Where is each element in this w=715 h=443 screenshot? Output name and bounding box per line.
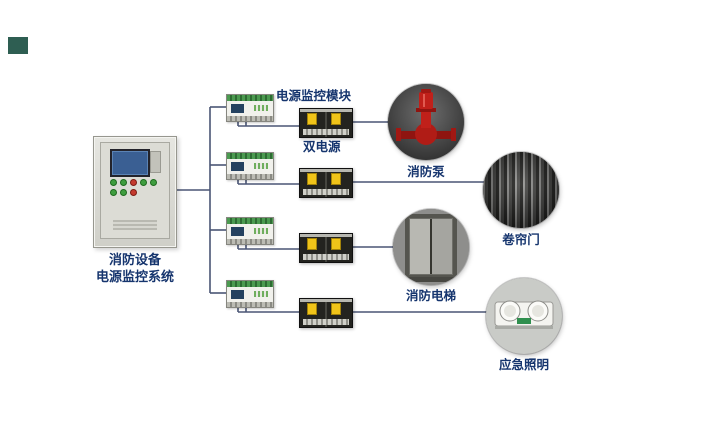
fire-pump-label: 消防泵 [407,164,445,179]
dual-power-label: 双电源 [303,139,341,154]
cabinet-label: 消防设备 电源监控系统 [70,252,200,286]
fire-elevator-photo [393,209,469,285]
module-label: 电源监控模块 [276,88,352,103]
dual-power-ats-3 [299,233,353,263]
emergency-light-label: 应急照明 [498,357,549,372]
cabinet-label-line1: 消防设备 [108,253,161,268]
cabinet-label-line2: 电源监控系统 [95,270,174,285]
fire-elevator-icon [393,209,469,285]
dual-power-ats-2 [299,168,353,198]
cabinet-door [100,142,170,239]
fire-pump-icon [388,84,464,160]
power-monitor-module-2 [226,152,274,180]
monitoring-cabinet [93,136,177,248]
roller-shutter-photo [483,152,559,228]
roller-shutter-icon [483,152,559,228]
cabinet-panel [150,151,161,173]
fire-elevator-label: 消防电梯 [405,288,456,303]
emergency-light-icon [486,278,562,354]
power-monitor-module-3 [226,217,274,245]
cabinet-buttons [110,179,162,196]
cabinet-screen [110,149,150,177]
cabinet-vent [113,220,157,230]
brand-mark-icon [8,37,28,54]
fire-pump-photo [388,84,464,160]
dual-power-ats-4 [299,298,353,328]
power-monitor-module-1 [226,94,274,122]
emergency-light-photo [486,278,562,354]
power-monitor-module-4 [226,280,274,308]
roller-door-label: 卷帘门 [502,232,540,247]
dual-power-ats-1 [299,108,353,138]
